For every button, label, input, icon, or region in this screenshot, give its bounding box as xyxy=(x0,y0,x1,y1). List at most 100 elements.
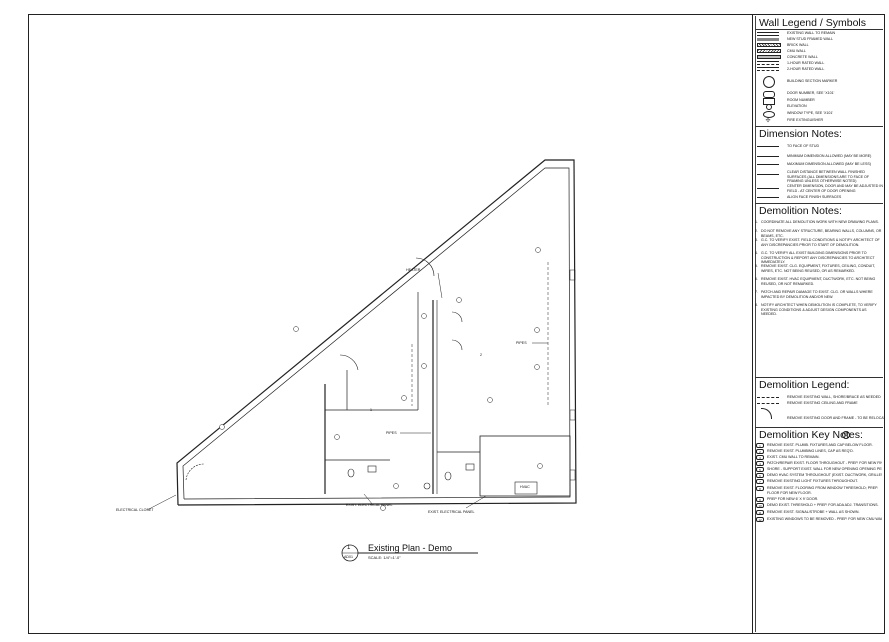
wall-legend-divider xyxy=(755,29,883,30)
notes-column-inner xyxy=(755,16,883,632)
key-notes-icon: ⚙ xyxy=(842,431,850,439)
leader-panel-2 xyxy=(465,495,487,509)
demolition-note: 5.REMOVE EXIST. CLG. EQUIPMENT, FIXTURES… xyxy=(755,264,876,273)
demo-ceiling-symbol xyxy=(757,403,779,404)
demo-notes-divider xyxy=(755,203,883,204)
pipes-label-left: PIPES xyxy=(386,431,397,435)
wall-legend-item: BUILDING SECTION MARKER xyxy=(757,76,884,88)
window-mark-1 xyxy=(569,269,576,281)
door-swing-2 xyxy=(339,354,359,371)
wall-legend-item: CONCRETE WALL xyxy=(757,55,884,61)
dimension-note: CENTER DIMENSION, DOOR AND MAY BE ADJUST… xyxy=(757,184,884,194)
dimension-notes-title: Dimension Notes: xyxy=(759,128,842,140)
plan-tag-number: 1 xyxy=(347,545,351,551)
keynote-tag xyxy=(293,326,299,332)
keynote-tag xyxy=(487,397,493,403)
notes-column xyxy=(752,14,885,634)
wall-legend-item: NEW STUD FRAMED WALL xyxy=(757,37,884,43)
exterior-wall-outer xyxy=(176,159,577,506)
two-hour-wall-symbol xyxy=(757,67,779,71)
keynote-tag xyxy=(534,327,540,333)
dimension-symbol xyxy=(757,156,779,157)
plan-tag-sheet: AD01 xyxy=(344,555,353,559)
wall-legend-item: 1-HOUR RATED WALL xyxy=(757,61,884,67)
dimension-divider xyxy=(755,126,883,127)
dimension-symbol xyxy=(757,164,779,165)
demolition-legend-item: REMOVE EXISTING CEILING AND FRAME xyxy=(757,401,884,407)
floor-drain xyxy=(423,482,431,490)
wall-legend-item: ✢FIRE EXTINGUISHER xyxy=(765,118,824,124)
demo-door-symbol xyxy=(761,408,772,419)
wall-legend-item: DOOR NUMBER, SEE 'X101' xyxy=(757,91,884,98)
demolition-legend-title: Demolition Legend: xyxy=(759,379,850,391)
exist-panel-label-2: EXIST. ELECTRICAL PANEL xyxy=(428,510,475,514)
door-number-symbol xyxy=(763,91,775,98)
demolition-note: 1.COORDINATE ALL DEMOLITION WORK WITH NE… xyxy=(755,220,879,224)
dimension-symbol xyxy=(757,188,779,189)
door-swing-1 xyxy=(415,257,435,277)
demolition-note: 8.NOTIFY ARCHITECT WHEN DEMOLITION IS CO… xyxy=(755,303,877,317)
room-tag-1: 1 xyxy=(370,408,372,412)
sink-1 xyxy=(367,465,377,473)
keynote-tag xyxy=(393,483,399,489)
hvac-room xyxy=(479,435,571,497)
demolition-note: 4.G.C. TO VERIFY ALL EXIST BUILDING DIME… xyxy=(755,251,875,265)
leader-closet xyxy=(146,494,177,511)
wall-legend-item: BRICK WALL xyxy=(757,43,884,49)
dimension-note: MINIMUM DIMENSION ALLOWED (MAY BE MORE) xyxy=(757,154,884,160)
plan-title: Existing Plan - Demo xyxy=(368,543,453,553)
one-hour-wall-symbol xyxy=(757,61,779,65)
demo-legend-divider xyxy=(755,377,883,378)
demolition-legend-item: REMOVE EXISTING DOOR AND FRAME - TO BE R… xyxy=(757,408,884,422)
wall-legend-item: ELEVATION xyxy=(757,104,884,110)
keynote-tag xyxy=(334,434,340,440)
dimension-note: CLEAR DISTANCE BETWEEN WALL FINISHED SUR… xyxy=(757,170,884,184)
wall-legend-item: EXISTING WALL TO REMAIN xyxy=(757,31,884,37)
demolition-note: 2.DO NOT REMOVE ANY STRUCTURE, BEARING W… xyxy=(755,229,882,238)
demolition-note: 7.PATCH AND REPAIR DAMAGE TO EXIST. CLG.… xyxy=(755,290,873,299)
window-mark-2 xyxy=(569,409,576,421)
wall-legend-title: Wall Legend / Symbols xyxy=(759,17,866,29)
door-swing-4 xyxy=(451,311,463,323)
heater-label: HEATER xyxy=(406,268,421,272)
window-mark-3 xyxy=(569,469,576,481)
demolition-legend-item: REMOVE EXISTING WALL, SHORE/BRACE AS NEE… xyxy=(757,395,884,401)
wall-legend-item: 2-HOUR RATED WALL xyxy=(757,67,884,73)
keynote-tag xyxy=(421,363,427,369)
align-symbol xyxy=(757,197,779,198)
hvac-label: HVAC xyxy=(520,485,530,489)
plan-title-tag xyxy=(341,544,478,562)
section-marker-symbol xyxy=(763,76,775,88)
keynote-tag xyxy=(421,313,427,319)
window-type-symbol xyxy=(763,111,775,118)
dimension-symbol xyxy=(757,146,779,147)
keynote-tag xyxy=(535,247,541,253)
exist-panel-label-1: EXIST. ELECTRICAL PANEL xyxy=(346,503,393,507)
pipes-label-right: PIPES xyxy=(516,341,527,345)
dimension-note: TO FACE OF STUD xyxy=(757,144,884,150)
demolition-note: 3.G.C. TO VERIFY EXIST. FIELD CONDITIONS… xyxy=(755,238,880,247)
demolition-key-notes-title: Demolition Key Notes: xyxy=(759,429,863,441)
dimension-note: MAXIMUM DIMENSION ALLOWED (MAY BE LESS) xyxy=(757,162,884,168)
demolition-notes-title: Demolition Notes: xyxy=(759,205,842,217)
elevation-symbol xyxy=(766,104,772,110)
keynote-tag xyxy=(537,463,543,469)
leader-panel-1 xyxy=(363,493,374,506)
door-swing-5 xyxy=(451,339,463,351)
wall-legend-item: WINDOW TYPE, SEE 'X101' xyxy=(757,111,884,118)
toilet-1 xyxy=(347,468,355,478)
keynote-tag xyxy=(534,364,540,370)
plan-scale: SCALE: 1/4"=1'-0" xyxy=(368,555,401,560)
keynote-tag xyxy=(380,505,386,511)
